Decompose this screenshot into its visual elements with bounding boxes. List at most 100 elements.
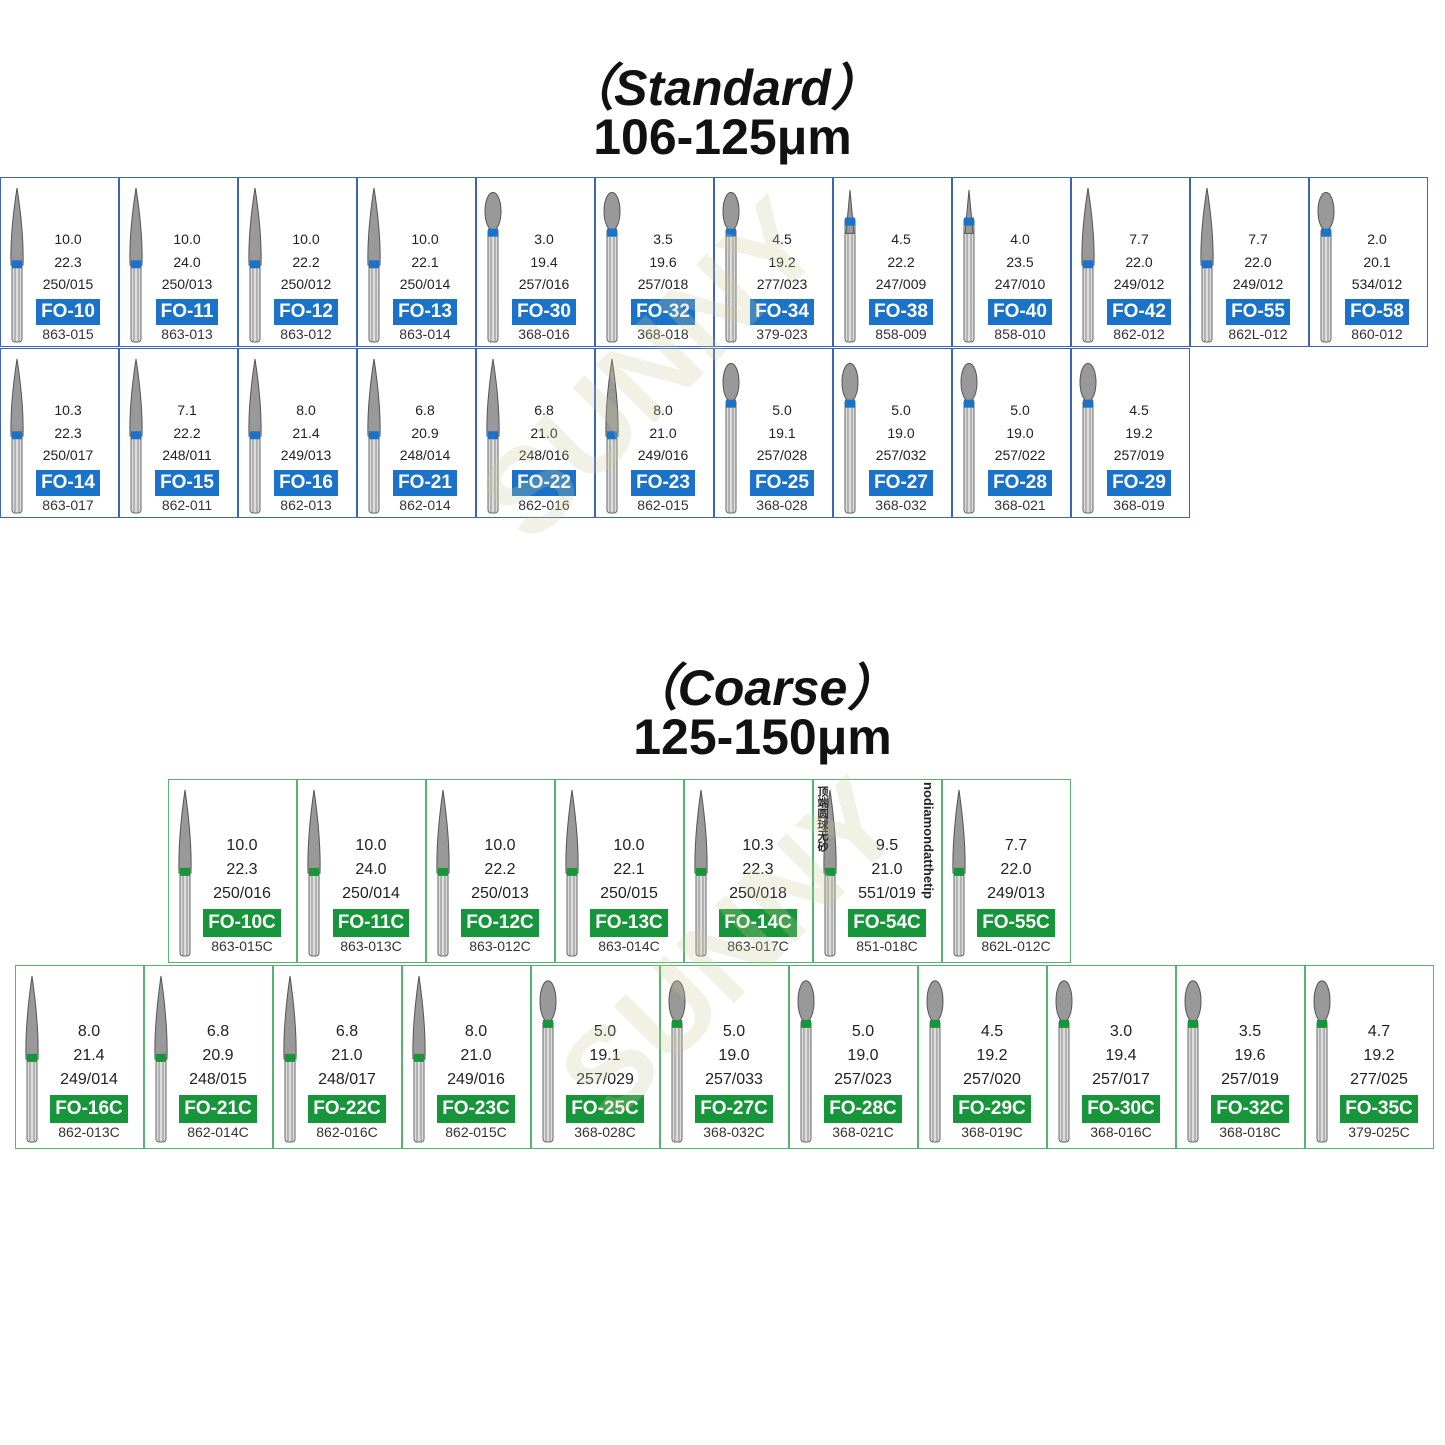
bur-specs: 2.0 20.1 534/012 FO-58 860-012	[1333, 228, 1421, 343]
bur-specs: 10.0 22.3 250/016 FO-10C 863-015C	[194, 834, 290, 955]
total-length: 19.2	[976, 1047, 1008, 1064]
bur-item-fo-27: 5.0 19.0 257/032 FO-27 368-032	[833, 348, 952, 518]
bur-specs: 6.8 20.9 248/015 FO-21C 862-014C	[170, 1020, 266, 1141]
total-length: 22.3	[54, 424, 82, 441]
model-code-badge: FO-13C	[590, 909, 668, 937]
iso-size: 248/011	[162, 447, 212, 463]
head-length: 6.8	[335, 1023, 359, 1040]
model-code-badge: FO-16C	[50, 1095, 128, 1123]
iso-size: 257/029	[576, 1071, 634, 1088]
total-length: 19.1	[589, 1047, 621, 1064]
reference-number: 863-014	[399, 325, 451, 342]
bur-specs: 5.0 19.1 257/029 FO-25C 368-028C	[557, 1020, 653, 1141]
iso-size: 257/017	[1092, 1071, 1150, 1088]
bur-item-fo-16: 8.0 21.4 249/013 FO-16 862-013	[238, 348, 357, 518]
iso-size: 248/017	[318, 1071, 376, 1088]
bur-specs: 10.0 22.1 250/014 FO-13 863-014	[381, 228, 469, 343]
model-code-badge: FO-23C	[437, 1095, 515, 1123]
total-length: 19.2	[1125, 424, 1153, 441]
total-length: 20.9	[202, 1047, 234, 1064]
model-code-badge: FO-30	[512, 298, 576, 325]
head-length: 3.5	[1238, 1023, 1262, 1040]
total-length: 19.0	[847, 1047, 879, 1064]
bur-specs: 8.0 21.4 249/013 FO-16 862-013	[262, 399, 350, 514]
bur-specs: 5.0 19.0 257/022 FO-28 368-021	[976, 399, 1064, 514]
head-length: 5.0	[772, 402, 792, 418]
bur-specs: 4.5 22.2 247/009 FO-38 858-009	[857, 228, 945, 343]
bur-item-fo-28c: 5.0 19.0 257/023 FO-28C 368-021C	[789, 965, 918, 1149]
head-length: 10.3	[54, 402, 82, 418]
bur-egg-icon	[719, 186, 743, 349]
bur-flame-icon	[20, 974, 44, 1149]
bur-flame-icon	[1195, 186, 1219, 349]
bur-egg-icon	[665, 974, 689, 1149]
reference-number: 851-018C	[856, 938, 918, 954]
model-code-badge: FO-29C	[953, 1095, 1031, 1123]
bur-flame-icon	[124, 186, 148, 349]
model-code-badge: FO-14C	[719, 909, 797, 937]
reference-number: 862-013C	[58, 1124, 120, 1140]
bur-flame-icon	[173, 788, 197, 963]
iso-size: 247/009	[875, 276, 927, 292]
total-length: 19.0	[887, 424, 915, 441]
total-length: 22.2	[484, 861, 516, 878]
iso-size: 250/015	[600, 885, 658, 902]
iso-size: 248/015	[189, 1071, 247, 1088]
bur-flame-icon	[278, 974, 302, 1149]
reference-number: 862-013	[280, 496, 332, 513]
reference-number: 863-015	[42, 325, 94, 342]
bur-item-fo-40: 4.0 23.5 247/010 FO-40 858-010	[952, 177, 1071, 347]
iso-size: 250/012	[280, 276, 332, 292]
bur-item-fo-55c: 7.7 22.0 249/013 FO-55C 862L-012C	[942, 779, 1071, 963]
total-length: 19.1	[768, 424, 796, 441]
iso-size: 257/033	[705, 1071, 763, 1088]
bur-specs: 3.5 19.6 257/018 FO-32 368-018	[619, 228, 707, 343]
model-code-badge: FO-30C	[1082, 1095, 1160, 1123]
total-length: 21.0	[871, 861, 903, 878]
coarse-row-1: 10.0 22.3 250/016 FO-10C 863-015C 10.0 2…	[168, 779, 1071, 963]
model-code-badge: FO-42	[1107, 298, 1171, 325]
bur-item-fo-29c: 4.5 19.2 257/020 FO-29C 368-019C	[918, 965, 1047, 1149]
bur-egg-icon	[1181, 974, 1205, 1149]
iso-size: 257/018	[637, 276, 689, 292]
head-length: 5.0	[722, 1023, 746, 1040]
iso-size: 248/014	[399, 447, 451, 463]
model-code-badge: FO-38	[869, 298, 933, 325]
bur-specs: 6.8 21.0 248/016 FO-22 862-016	[500, 399, 588, 514]
bur-item-fo-16c: 8.0 21.4 249/014 FO-16C 862-013C	[15, 965, 144, 1149]
model-code-badge: FO-29	[1107, 469, 1171, 496]
model-code-badge: FO-28	[988, 469, 1052, 496]
reference-number: 863-015C	[211, 938, 273, 954]
bur-specs: 7.7 22.0 249/012 FO-42 862-012	[1095, 228, 1183, 343]
reference-number: 858-010	[994, 325, 1046, 342]
bur-item-fo-22c: 6.8 21.0 248/017 FO-22C 862-016C	[273, 965, 402, 1149]
head-length: 10.0	[226, 837, 258, 854]
total-length: 24.0	[173, 253, 201, 270]
model-code-badge: FO-14	[36, 469, 100, 496]
head-length: 3.0	[534, 231, 554, 247]
model-code-badge: FO-55C	[977, 909, 1055, 937]
model-code-badge: FO-10C	[203, 909, 281, 937]
total-length: 19.4	[1105, 1047, 1137, 1064]
bur-item-fo-25c: 5.0 19.1 257/029 FO-25C 368-028C	[531, 965, 660, 1149]
bur-needle-icon	[957, 186, 981, 349]
iso-size: 257/020	[963, 1071, 1021, 1088]
model-code-badge: FO-54C	[848, 909, 926, 937]
bur-flame-icon	[362, 186, 386, 349]
head-length: 6.8	[415, 402, 435, 418]
bur-flame-icon	[362, 357, 386, 520]
bur-specs: 4.5 19.2 277/023 FO-34 379-023	[738, 228, 826, 343]
bur-egg-icon	[1052, 974, 1076, 1149]
bur-specs: 3.0 19.4 257/017 FO-30C 368-016C	[1073, 1020, 1169, 1141]
bur-item-fo-11: 10.0 24.0 250/013 FO-11 863-013	[119, 177, 238, 347]
total-length: 21.0	[530, 424, 558, 441]
model-code-badge: FO-11C	[332, 909, 410, 937]
coarse-row-2: 8.0 21.4 249/014 FO-16C 862-013C 6.8 20.…	[15, 965, 1434, 1149]
bur-specs: 10.3 22.3 250/017 FO-14 863-017	[24, 399, 112, 514]
bur-item-fo-27c: 5.0 19.0 257/033 FO-27C 368-032C	[660, 965, 789, 1149]
bur-egg-icon	[838, 357, 862, 520]
model-code-badge: FO-13	[393, 298, 457, 325]
total-length: 22.0	[1000, 861, 1032, 878]
model-code-badge: FO-15	[155, 469, 219, 496]
coarse-title: （Coarse）	[627, 660, 898, 716]
